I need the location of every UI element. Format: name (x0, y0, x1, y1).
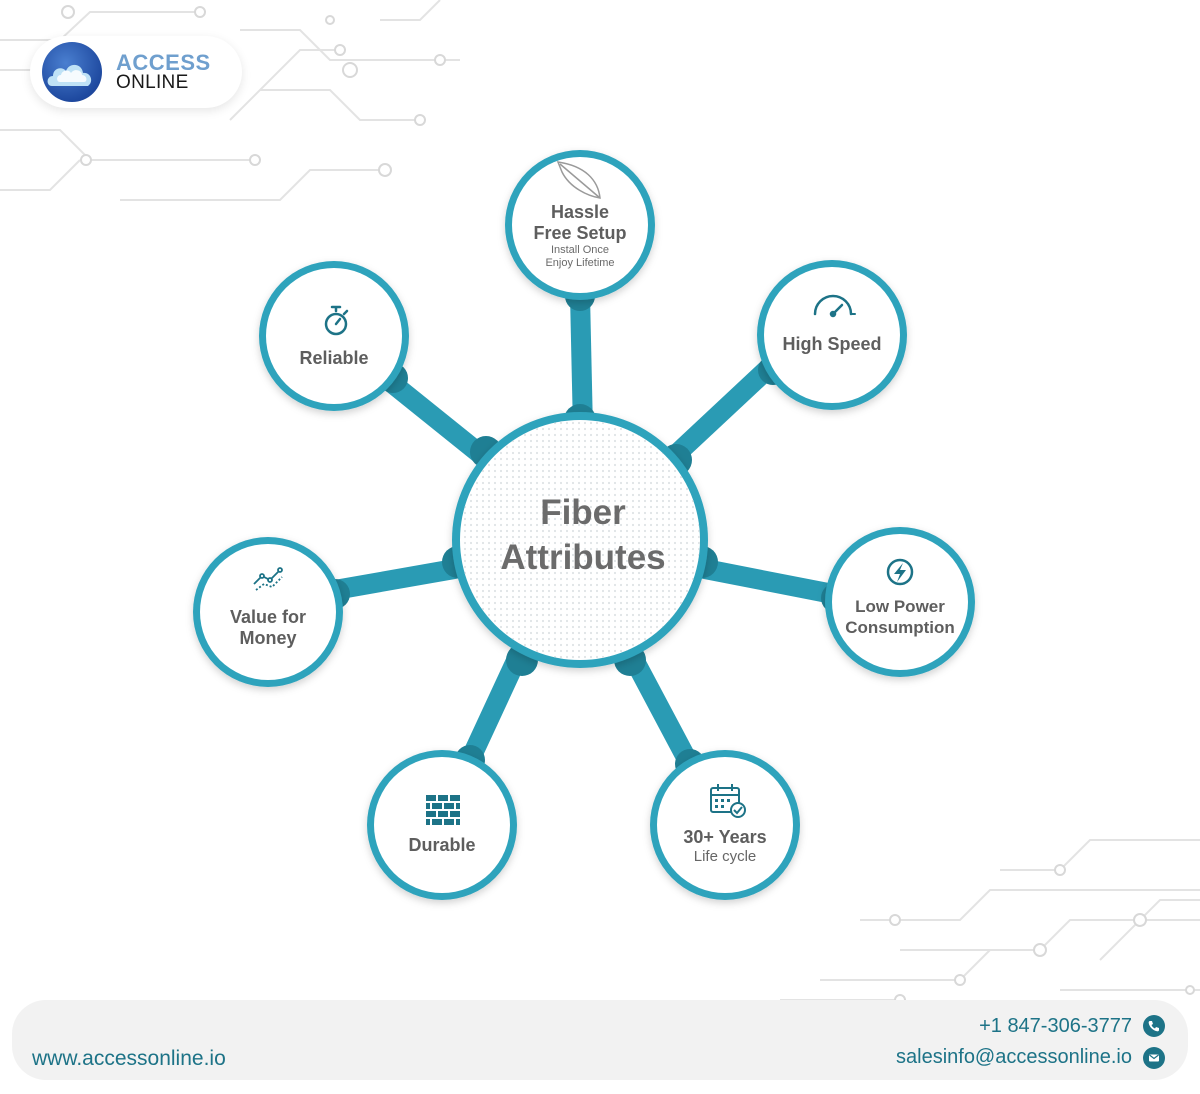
node-power-circle (825, 527, 975, 677)
cloud-logo-icon (42, 42, 102, 102)
node-hassle-sub1: Install Once (550, 244, 610, 256)
node-value: Value for Money (198, 607, 338, 649)
node-reliable-label: Reliable (299, 348, 369, 368)
brand-logo[interactable]: ACCESS ONLINE (30, 36, 242, 108)
node-speed: High Speed (762, 334, 902, 355)
node-years: 30+ Years Life cycle (655, 827, 795, 866)
node-value-line1: Value for (229, 607, 307, 627)
brand-line2: ONLINE (116, 72, 189, 93)
node-power: Low Power Consumption (830, 596, 970, 638)
node-hassle: Hassle Free Setup Install Once Enjoy Lif… (510, 202, 650, 270)
brick-wall-icon (426, 795, 460, 825)
feather-icon (556, 161, 601, 199)
center-hub (452, 412, 708, 668)
stopwatch-icon (324, 305, 349, 336)
node-years-circle (650, 750, 800, 900)
node-hassle-line2: Free Setup (533, 223, 627, 243)
email-icon[interactable] (1143, 1047, 1165, 1069)
node-power-line2: Consumption (845, 618, 955, 637)
node-years-sub: Life cycle (693, 848, 757, 865)
website-link[interactable]: www.accessonline.io (32, 1047, 226, 1070)
center-title-line2: Attributes (500, 538, 666, 577)
spoke-power (698, 558, 840, 605)
speedometer-icon (813, 294, 856, 318)
node-speed-label: High Speed (782, 334, 882, 354)
node-durable-label: Durable (408, 835, 476, 855)
node-durable: Durable (372, 835, 512, 856)
spoke-value (333, 558, 462, 600)
phone-link[interactable]: +1 847-306-3777 (979, 1015, 1132, 1037)
center-title-line1: Fiber (540, 493, 626, 532)
node-circles (193, 150, 975, 900)
phone-icon[interactable] (1143, 1015, 1165, 1037)
trend-chart-icon (253, 567, 283, 591)
node-value-line2: Money (239, 628, 297, 648)
spoke-speed (661, 354, 782, 470)
node-reliable: Reliable (264, 348, 404, 369)
calendar-check-icon (710, 784, 746, 818)
node-hassle-line1: Hassle (550, 202, 610, 222)
node-years-label: 30+ Years (683, 827, 767, 847)
node-hassle-sub2: Enjoy Lifetime (545, 257, 615, 269)
node-speed-circle (757, 260, 907, 410)
node-power-line1: Low Power (855, 597, 945, 616)
node-reliable-circle (259, 261, 409, 411)
center-title: Fiber Attributes (470, 490, 696, 580)
node-hassle-circle (505, 150, 655, 300)
brand-line1: ACCESS (116, 50, 211, 75)
node-value-circle (193, 537, 343, 687)
email-link[interactable]: salesinfo@accessonline.io (896, 1046, 1132, 1068)
footer-bar (12, 1000, 1188, 1080)
lightning-icon (886, 558, 914, 586)
